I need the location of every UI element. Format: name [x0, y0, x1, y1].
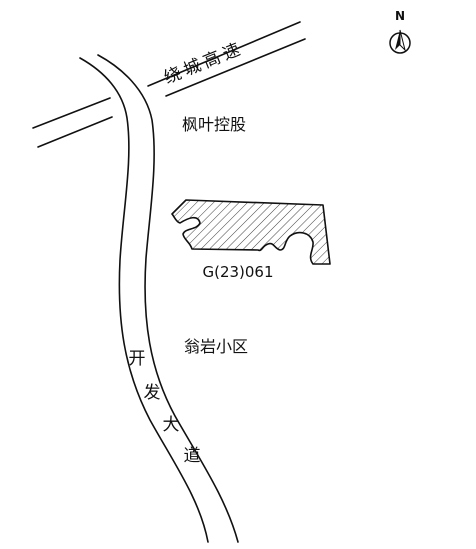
area-label-south: 翁岩小区: [184, 337, 248, 356]
avenue-char-2: 发: [144, 383, 161, 403]
north-arrow: N: [389, 9, 411, 54]
north-label: N: [395, 9, 405, 23]
ring-expressway: [32, 21, 306, 148]
avenue-char-1: 开: [129, 349, 146, 369]
parcel-code-label: G(23)061: [202, 263, 273, 281]
avenue-char-3: 大: [163, 415, 180, 435]
avenue-char-4: 道: [184, 446, 201, 466]
north-arrow-icon: [389, 29, 411, 54]
parcel-boundary: [171, 199, 331, 265]
area-label-north: 枫叶控股: [182, 115, 246, 134]
development-avenue: [79, 54, 239, 543]
avenue-label: 开 发 大 道: [129, 349, 201, 466]
